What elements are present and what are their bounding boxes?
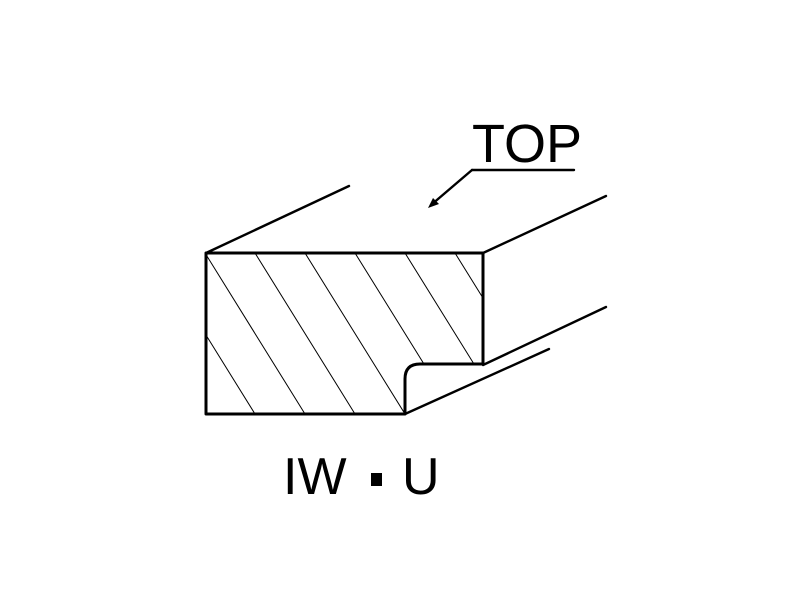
part-label-left: IW: [283, 448, 347, 506]
hatch-line: [206, 253, 306, 414]
square-bullet-icon: [371, 473, 382, 486]
hatch-line: [404, 253, 483, 414]
section-outline: [204, 251, 485, 416]
extrusion-lines: [204, 184, 608, 416]
hatch-line: [454, 253, 483, 414]
section-hatching: [105, 253, 483, 414]
extrusion-line-mid-right: [481, 305, 608, 367]
hatch-line: [206, 253, 256, 414]
top-leader: [428, 168, 576, 208]
extrusion-line-top-right: [481, 194, 608, 255]
hatch-line: [304, 253, 406, 414]
part-label-right: U: [402, 448, 440, 506]
extrusion-line-top-left: [204, 184, 351, 255]
top-label: TOP: [472, 114, 582, 174]
extrusion-line-bottom: [403, 347, 551, 416]
arrowhead-icon: [428, 198, 439, 208]
hatch-line: [105, 253, 205, 414]
hatch-line: [254, 253, 356, 414]
top-leader-line: [429, 168, 474, 207]
